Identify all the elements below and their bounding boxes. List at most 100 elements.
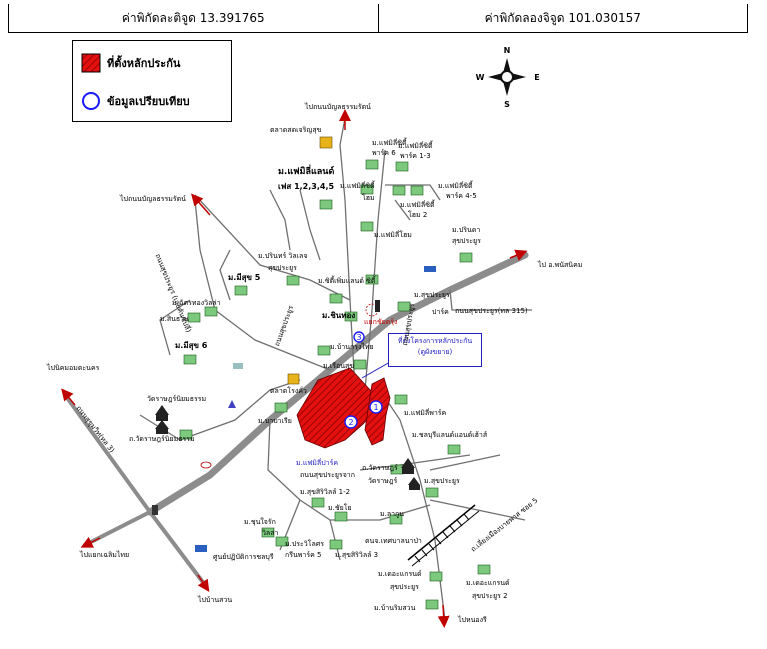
label-bali: ม.บาบาเรีย [258,417,292,425]
label-home2: โฮม 2 [408,211,428,219]
label-temple1: วัดราษฎร์นิยมธรรม [147,395,207,403]
point-1-label: 1 [373,403,378,412]
railway [407,504,480,567]
label-to-banbueng: ไปแยกเฉลิมไทย [80,551,130,559]
callout-line1: ที่ตั้งโครงการหลักประกัน [397,337,473,345]
gas-icon [200,461,212,469]
label-watr: วัดราษฎร์ [368,477,398,485]
temple-icons [155,405,420,490]
transit-icon [233,363,243,369]
latitude-label: ค่าพิกัดละติจูด 13.391765 [121,10,265,25]
compass-e: E [534,73,539,82]
label-park6: พาร์ค 6 [372,149,396,157]
label-dc2: ม.เดอะแกรนด์ [466,579,510,587]
gate-icon [152,505,158,515]
label-family-park-east: ม.แฟมิลี่พาร์ค [404,409,447,417]
sign-icon [424,266,436,272]
callout-leader [361,361,391,379]
point-2-label: 2 [348,418,353,427]
label-to-bang-phra-north: ไปถนนบัญลธรรมรัตน์ [305,103,371,111]
label-to-nikom-west: ไปนิคมอมตะนคร [47,364,100,372]
label-park: ปาร์ค [432,308,449,316]
comparable-markers [344,331,383,429]
comparable-circle-icon [82,92,100,110]
collateral-swatch-icon [81,53,101,73]
label-sukprayoon4: สุขประยูร 2 [472,592,508,600]
label-talad2: ตลาดโรงคั่ว [270,387,307,395]
compass-w: W [476,73,485,82]
label-sukprayoon: สุขประยูร [452,237,481,245]
point-3-label: 3 [356,333,361,342]
map-legend: ที่ตั้งหลักประกัน ข้อมูลเปรียบเทียบ [72,40,232,122]
label-meesuk5: ม.มีสุข 5 [228,273,261,282]
comparable-point-2 [344,415,358,429]
label-pracha: ม.ประวิโลศร [285,540,324,548]
label-prinda: ม.ปรินดา [452,226,481,234]
label-sukprayoon-park: ม.สุขประยูร [414,291,450,299]
label-phase: เฟส 1,2,3,4,5 [278,182,335,191]
label-rienthong: ม.เรือนสุข [323,362,355,370]
label-family-city-1: ม.แฟมิลี่ซิตี้ [372,139,407,147]
label-sinthan: ม.สินธาน [160,315,189,323]
house-icons [179,159,491,610]
label-yaek: แยกชัยดรุ้ง [364,318,398,326]
label-chonburi: ม.ชลบุรีแลนด์แอนด์เฮ้าส์ [412,431,488,439]
legend-comparable: ข้อมูลเปรียบเทียบ [81,91,190,111]
pin-icon [228,400,236,408]
label-family-city-4: ม.แฟมิลี่ซิตี้ [438,182,473,190]
label-to-nongri: ไปหนองรี [458,616,487,624]
label-park13: พาร์ค 1-3 [400,152,431,160]
label-sairoong: ม.ชุนใจรัก [244,518,276,526]
label-green: กรีนพาร์ค 5 [285,551,322,559]
collateral-parcel-main [296,367,376,449]
label-lagoon: ม.ลากูน [380,510,405,518]
label-sukprayoon2: สุขประยูร [268,264,297,272]
market-icons [287,136,333,385]
label-to-bang-phra-west: ไปถนนบัญลธรรมรัตน์ [120,195,186,203]
label-family-city-3: ม.แฟมิลี่ซิตี้ [340,182,375,190]
label-family-park: ม.แฟมิลี่ปาร์ค [296,459,339,467]
label-city: ม.ซิตี้เพิ่มแลนด์ ซิตี้ [318,277,376,285]
longitude-cell: ค่าพิกัดลองจิจูด 101.030157 [379,4,748,32]
label-suksri3: ม.สุขสิริวิลล์ 3 [335,551,379,559]
label-family-city-2: ม.แฟมิลี่ซิตี้ [398,142,433,150]
label-sukprayoon3: สุขประยูร [390,583,419,591]
direction-arrows [61,109,528,628]
comparable-point-1 [369,400,383,414]
label-family-land: ม.แฟมิลี่แลนด์ [278,167,335,177]
callout-line2: (ดูผังขยาย) [417,347,453,356]
label-chaiyo: ม.ชัยโย [328,504,352,512]
police-icon [195,545,207,552]
station-icon [375,300,380,312]
project-callout: ที่ตั้งโครงการหลักประกัน (ดูผังขยาย) [388,333,482,367]
legend-comparable-label: ข้อมูลเปรียบเทียบ [107,95,190,108]
label-home: โฮม [362,194,375,202]
label-chatchai: ม.ฉัตรทองวิลล่า [172,299,221,307]
compass-rose [488,58,526,96]
legend-collateral: ที่ตั้งหลักประกัน [81,53,180,73]
compass-n: N [504,46,511,55]
label-road-rm: ถ.วัดราษฎร์ [362,464,398,472]
label-baan: ม.บ้านกรุงไทย [330,343,374,351]
latitude-cell: ค่าพิกัดละติจูด 13.391765 [8,4,379,32]
label-dc1: ม.เดอะแกรนด์ [378,570,422,578]
label-baansuan: ม.บ้านริมสวน [374,604,416,612]
label-family-home: ม.แฟมิลี่โฮม [374,231,412,239]
comparable-point-3 [353,331,365,343]
label-sukprayoon-c: ม.สุขประยูร [424,477,460,485]
label-market3: ตนจ.เทศบาลนาป่า [365,537,422,545]
label-road-sukprayoon-s2: ถนนสุขประยูรจาก [300,471,355,479]
label-meesuk6: ม.มีสุข 6 [175,341,208,350]
label-park45: พาร์ค 4-5 [446,192,477,200]
label-to-phanat: ไป อ.พนัสนิคม [538,261,583,269]
road-south [148,510,207,587]
longitude-label: ค่าพิกัดลองจิจูด 101.030157 [484,10,641,25]
label-to-bankhai: ไปบ้านสวน [198,596,233,604]
coordinates-header: ค่าพิกัดละติจูด 13.391765 ค่าพิกัดลองจิจ… [8,4,748,33]
road-sukhumvit-west [63,393,152,514]
label-family-city-5: ม.แฟมิลี่ซิตี้ [400,201,435,209]
label-road-temple-west: ถ.วัดราษฎร์นิยมธรรม [129,435,195,443]
secondary-roads [139,117,532,621]
label-suksri: ม.สุขสิริวิลล์ 1-2 [300,488,351,496]
